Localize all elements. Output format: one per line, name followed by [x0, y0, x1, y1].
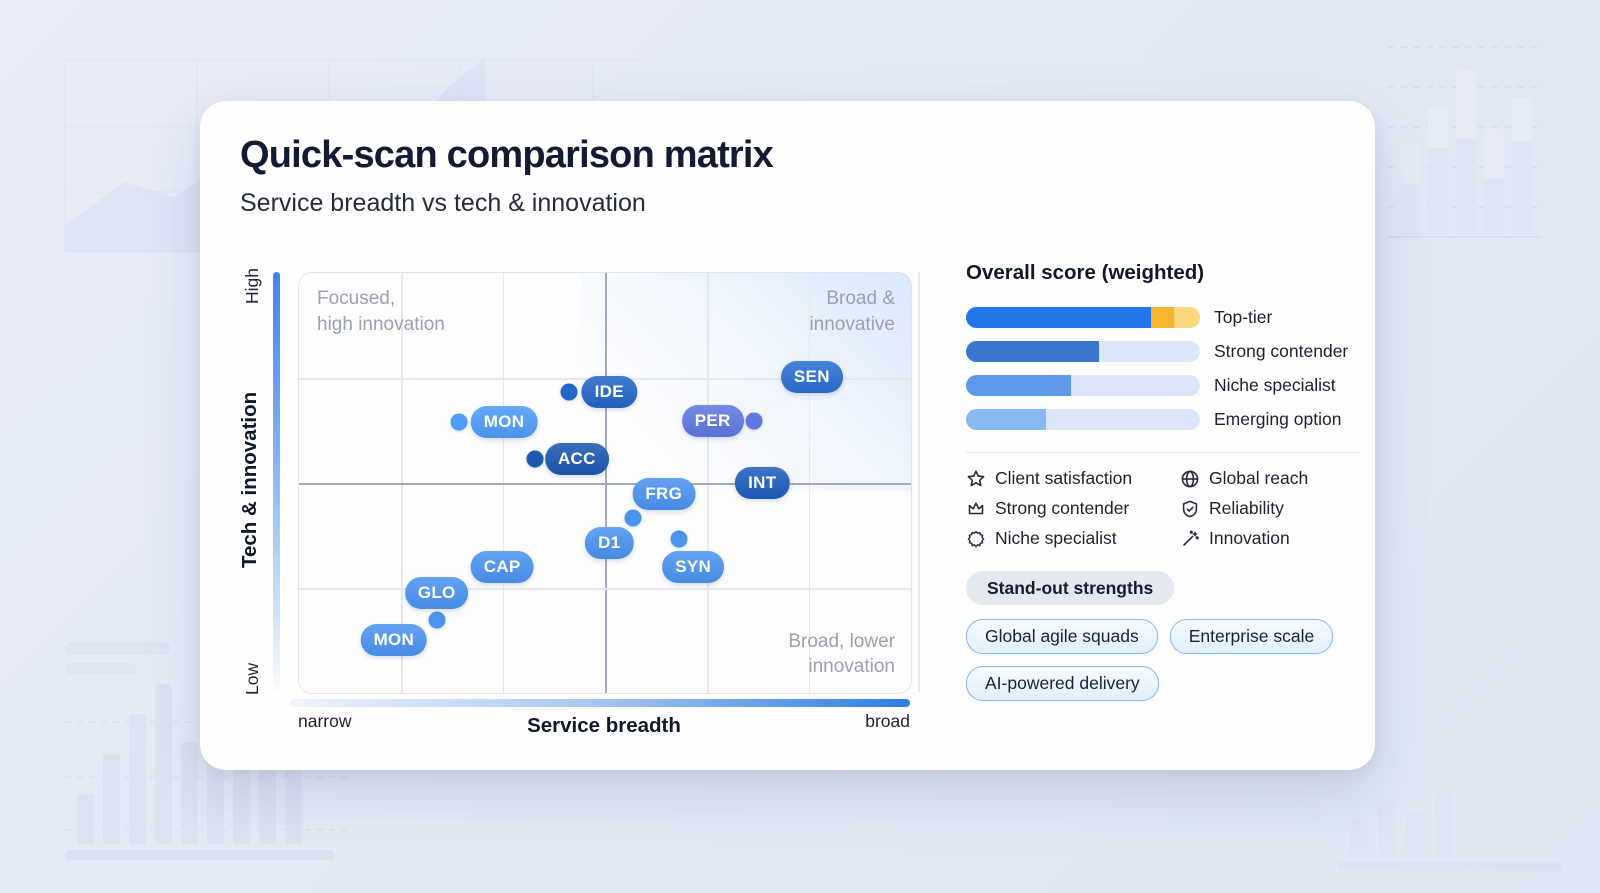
matrix-point-pill-cap: CAP — [470, 551, 534, 583]
panel-vertical-divider — [918, 272, 920, 692]
matrix-point-dot-acc — [526, 450, 544, 468]
score-bar-row: Emerging option — [966, 409, 1365, 430]
score-bar-row: Niche specialist — [966, 375, 1365, 396]
x-axis-gradient-bar — [290, 699, 910, 707]
page-subtitle: Service breadth vs tech & innovation — [240, 189, 646, 217]
y-axis-max-label: High — [242, 268, 262, 304]
matrix-point-pill-per: PER — [681, 404, 744, 437]
legend-item-wand: Innovation — [1180, 528, 1365, 549]
gridline — [299, 588, 911, 590]
legend-item-star: Client satisfaction — [966, 468, 1180, 489]
score-bar-label: Niche specialist — [1214, 375, 1336, 395]
quadrant-label-bottom-right: Broad, lower innovation — [788, 629, 895, 680]
score-panel-heading: Overall score (weighted) — [966, 261, 1205, 284]
matrix-plot-area: Focused, high innovation Broad & innovat… — [298, 272, 912, 694]
matrix-point-pill-mon: MON — [360, 624, 428, 657]
strength-chip[interactable]: Global agile squads — [966, 619, 1158, 654]
score-bar-track — [966, 341, 1200, 362]
wand-icon — [1180, 529, 1200, 549]
bg-bar-chart-decoration-right — [1387, 46, 1542, 238]
strength-chip[interactable]: AI-powered delivery — [966, 666, 1159, 701]
comparison-matrix-card: Quick-scan comparison matrix Service bre… — [200, 101, 1375, 770]
page-title: Quick-scan comparison matrix — [240, 134, 774, 176]
score-bar-track — [966, 409, 1200, 430]
matrix-point-pill-ide: IDE — [581, 375, 637, 408]
matrix-point-pill-sen: SEN — [780, 361, 843, 394]
cog-icon — [966, 529, 986, 549]
quadrant-label-line: Focused, — [317, 288, 396, 309]
legend-label: Reliability — [1209, 498, 1284, 518]
shield-icon — [1180, 499, 1200, 519]
score-bar-track — [966, 375, 1200, 396]
y-axis-min-label: Low — [242, 662, 262, 695]
matrix-point-dot-mon — [450, 413, 468, 431]
score-bar-segment — [1150, 307, 1175, 328]
strength-chip[interactable]: Enterprise scale — [1169, 619, 1334, 654]
score-bar-segment — [966, 341, 1100, 362]
score-bar-row: Top-tier — [966, 307, 1365, 328]
score-bar-label: Strong contender — [1214, 341, 1349, 361]
legend-item-crown: Strong contender — [966, 498, 1180, 519]
top-right-quadrant-tint — [580, 273, 911, 492]
standout-strengths-heading: Stand-out strengths — [966, 571, 1175, 605]
x-axis-min-label: narrow — [298, 711, 352, 731]
legend-label: Niche specialist — [995, 528, 1117, 548]
score-bar-label: Emerging option — [1214, 409, 1342, 429]
legend-label: Global reach — [1209, 468, 1309, 488]
legend-label: Innovation — [1209, 528, 1290, 548]
star-icon — [966, 469, 986, 489]
matrix-point-pill-syn: SYN — [662, 551, 725, 583]
quadrant-label-line: Broad & — [826, 288, 895, 309]
matrix-point-pill-glo: GLO — [404, 577, 469, 610]
x-axis-max-label: broad — [865, 711, 910, 731]
y-axis-title: Tech & innovation — [238, 391, 261, 568]
legend-item-globe: Global reach — [1180, 468, 1365, 489]
matrix-point-pill-acc: ACC — [544, 443, 609, 476]
matrix-point-dot-ide — [560, 383, 578, 401]
globe-icon — [1180, 469, 1200, 489]
x-axis-title: Service breadth — [527, 714, 681, 737]
quadrant-label-line: high innovation — [317, 313, 445, 335]
quadrant-divider-horizontal — [299, 483, 911, 485]
quadrant-label-top-right: Broad & innovative — [809, 286, 895, 337]
legend-item-cog: Niche specialist — [966, 528, 1180, 549]
score-bar-segment — [966, 375, 1072, 396]
score-bar-segment — [1174, 307, 1200, 328]
score-bar-row: Strong contender — [966, 341, 1365, 362]
matrix-point-pill-d1: D1 — [585, 527, 634, 560]
crown-icon — [966, 499, 986, 519]
legend-item-shield: Reliability — [1180, 498, 1365, 519]
score-bar-segment — [966, 307, 1151, 328]
quadrant-label-line: innovative — [809, 313, 895, 335]
score-bar-label: Top-tier — [1214, 307, 1273, 327]
matrix-point-dot-glo — [428, 611, 446, 629]
matrix-point-dot-frg — [624, 509, 642, 527]
quadrant-label-line: innovation — [808, 656, 895, 678]
legend-label: Strong contender — [995, 498, 1130, 518]
bg-bar-chart-decoration-bottom-right — [1338, 792, 1563, 871]
matrix-point-dot-syn — [670, 530, 688, 548]
score-bar-track — [966, 307, 1200, 328]
panel-divider — [966, 452, 1360, 453]
score-bar-segment — [966, 409, 1046, 430]
matrix-point-pill-frg: FRG — [632, 477, 696, 510]
matrix-point-dot-per — [745, 412, 763, 430]
quadrant-label-line: Broad, lower — [788, 630, 895, 652]
quadrant-label-top-left: Focused, high innovation — [317, 286, 445, 337]
matrix-point-pill-int: INT — [735, 467, 790, 499]
legend-label: Client satisfaction — [995, 468, 1133, 488]
matrix-point-pill-mon: MON — [470, 406, 538, 439]
y-axis-gradient-bar — [273, 272, 280, 692]
